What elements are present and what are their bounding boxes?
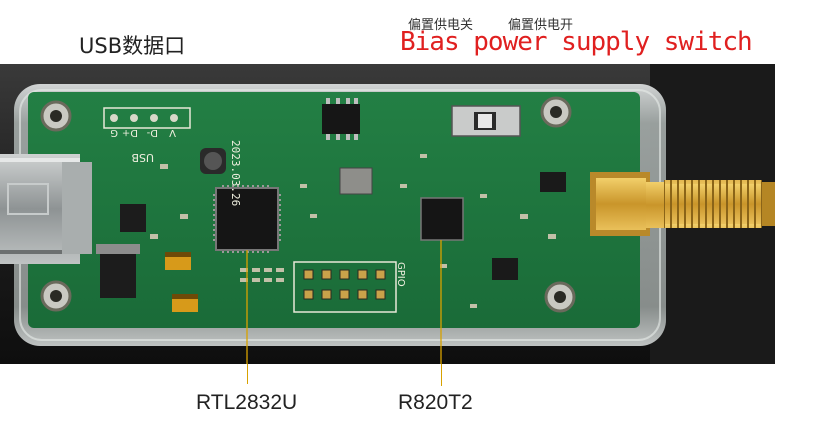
rtl-leader-tail (247, 364, 249, 384)
usb-port-label: USB数据口 (79, 34, 186, 58)
usb-pin-label: V (169, 127, 176, 138)
usb-connector (0, 154, 92, 264)
gpio-silk: GPIO (395, 262, 406, 287)
sdr-board-photo: 2023.03.26 USB GPIO V D- D+ G (0, 64, 775, 364)
crystal (339, 167, 373, 195)
usb-pin-label: D+ (122, 127, 138, 138)
usb-pin-label: D- (146, 127, 158, 138)
r820-leader-tail (441, 364, 443, 386)
rtl2832u-label: RTL2832U (196, 391, 298, 414)
bias-off-label: 偏置供电关 (408, 18, 474, 33)
usb-pin-label: G (110, 127, 118, 138)
gpio-header (293, 261, 397, 313)
board-date: 2023.03.26 (229, 140, 242, 206)
r820t2-chip (420, 197, 464, 241)
smd-parts (150, 154, 556, 308)
rtl2832u-chip (215, 187, 279, 251)
bias-switch-title: Bias power supply switch (400, 27, 753, 57)
bias-on-label: 偏置供电开 (508, 18, 574, 33)
r820t2-label: R820T2 (398, 391, 473, 414)
sma-connector (590, 172, 775, 236)
usb-silk: USB (131, 151, 154, 164)
regulator (100, 254, 136, 298)
